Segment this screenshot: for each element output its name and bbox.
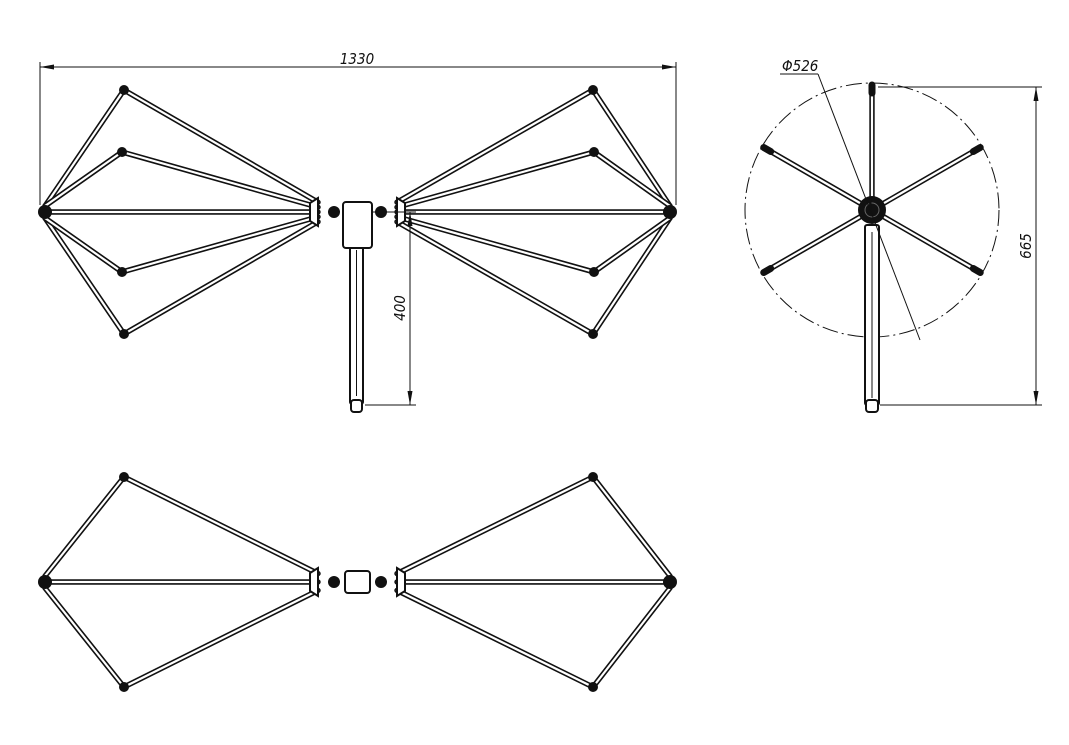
side-view: Φ526 665	[744, 57, 1042, 413]
rod	[122, 475, 320, 575]
rod	[592, 216, 672, 274]
dimension-total-height: 665	[878, 86, 1042, 406]
rod	[122, 220, 320, 336]
front-right-element	[394, 85, 677, 339]
element-hub	[309, 566, 319, 598]
dimension-mast-height: 400	[365, 211, 416, 406]
rod	[395, 220, 595, 336]
rod-joint	[589, 147, 599, 157]
bottom-view	[38, 472, 677, 692]
front-left-element	[38, 85, 321, 339]
rod-joint	[38, 575, 52, 589]
rod-joint	[117, 267, 127, 277]
rod-joint	[119, 85, 129, 95]
rod	[762, 146, 874, 212]
element-hub	[309, 196, 319, 228]
rod-joint	[119, 682, 129, 692]
spoke-cap	[969, 265, 984, 276]
rod	[591, 88, 672, 208]
rod-joint	[588, 682, 598, 692]
rod	[43, 586, 126, 689]
front-mast	[349, 245, 364, 413]
rod	[395, 589, 595, 689]
front-view: 1330 400	[38, 50, 677, 413]
rod	[122, 589, 320, 689]
rod	[870, 208, 982, 274]
rod	[395, 150, 596, 209]
rod	[395, 88, 595, 204]
dimension-overall-width: 1330	[39, 50, 677, 205]
rod	[870, 146, 982, 212]
rod	[762, 208, 874, 274]
rod-joint	[663, 575, 677, 589]
rod	[592, 150, 672, 208]
rod	[591, 586, 672, 689]
bottom-balun	[328, 570, 387, 594]
rod-joint	[588, 472, 598, 482]
spoke-cap	[760, 265, 775, 276]
rod	[43, 475, 126, 578]
rod	[43, 88, 126, 208]
rod-joint	[663, 205, 677, 219]
rod-joint	[588, 85, 598, 95]
dimension-label-diameter: Φ526	[782, 57, 818, 75]
rod-joint	[589, 267, 599, 277]
rod	[43, 150, 124, 208]
rod	[120, 215, 320, 274]
bottom-right-element	[394, 472, 677, 692]
rod-joint	[38, 205, 52, 219]
element-hub	[396, 566, 406, 598]
dimension-label-total-height: 665	[1017, 233, 1035, 259]
rod	[120, 150, 320, 209]
rod	[43, 216, 126, 336]
rod	[122, 88, 320, 204]
spoke-cap	[760, 144, 775, 155]
rod	[395, 475, 595, 575]
rod-joint	[117, 147, 127, 157]
spoke-cap	[969, 144, 984, 155]
side-view-spokes	[760, 81, 984, 276]
dimension-label-width: 1330	[340, 50, 374, 68]
dimension-label-mast-height: 400	[391, 295, 409, 321]
rod	[591, 216, 672, 336]
dimension-diameter: Φ526	[780, 57, 921, 341]
rod-joint	[588, 329, 598, 339]
side-mast	[864, 224, 880, 413]
rod-joint	[119, 472, 129, 482]
front-balun	[328, 201, 387, 249]
rod	[395, 215, 596, 274]
rod	[591, 475, 672, 578]
rod-joint	[119, 329, 129, 339]
bottom-left-element	[38, 472, 321, 692]
rod	[43, 216, 124, 274]
